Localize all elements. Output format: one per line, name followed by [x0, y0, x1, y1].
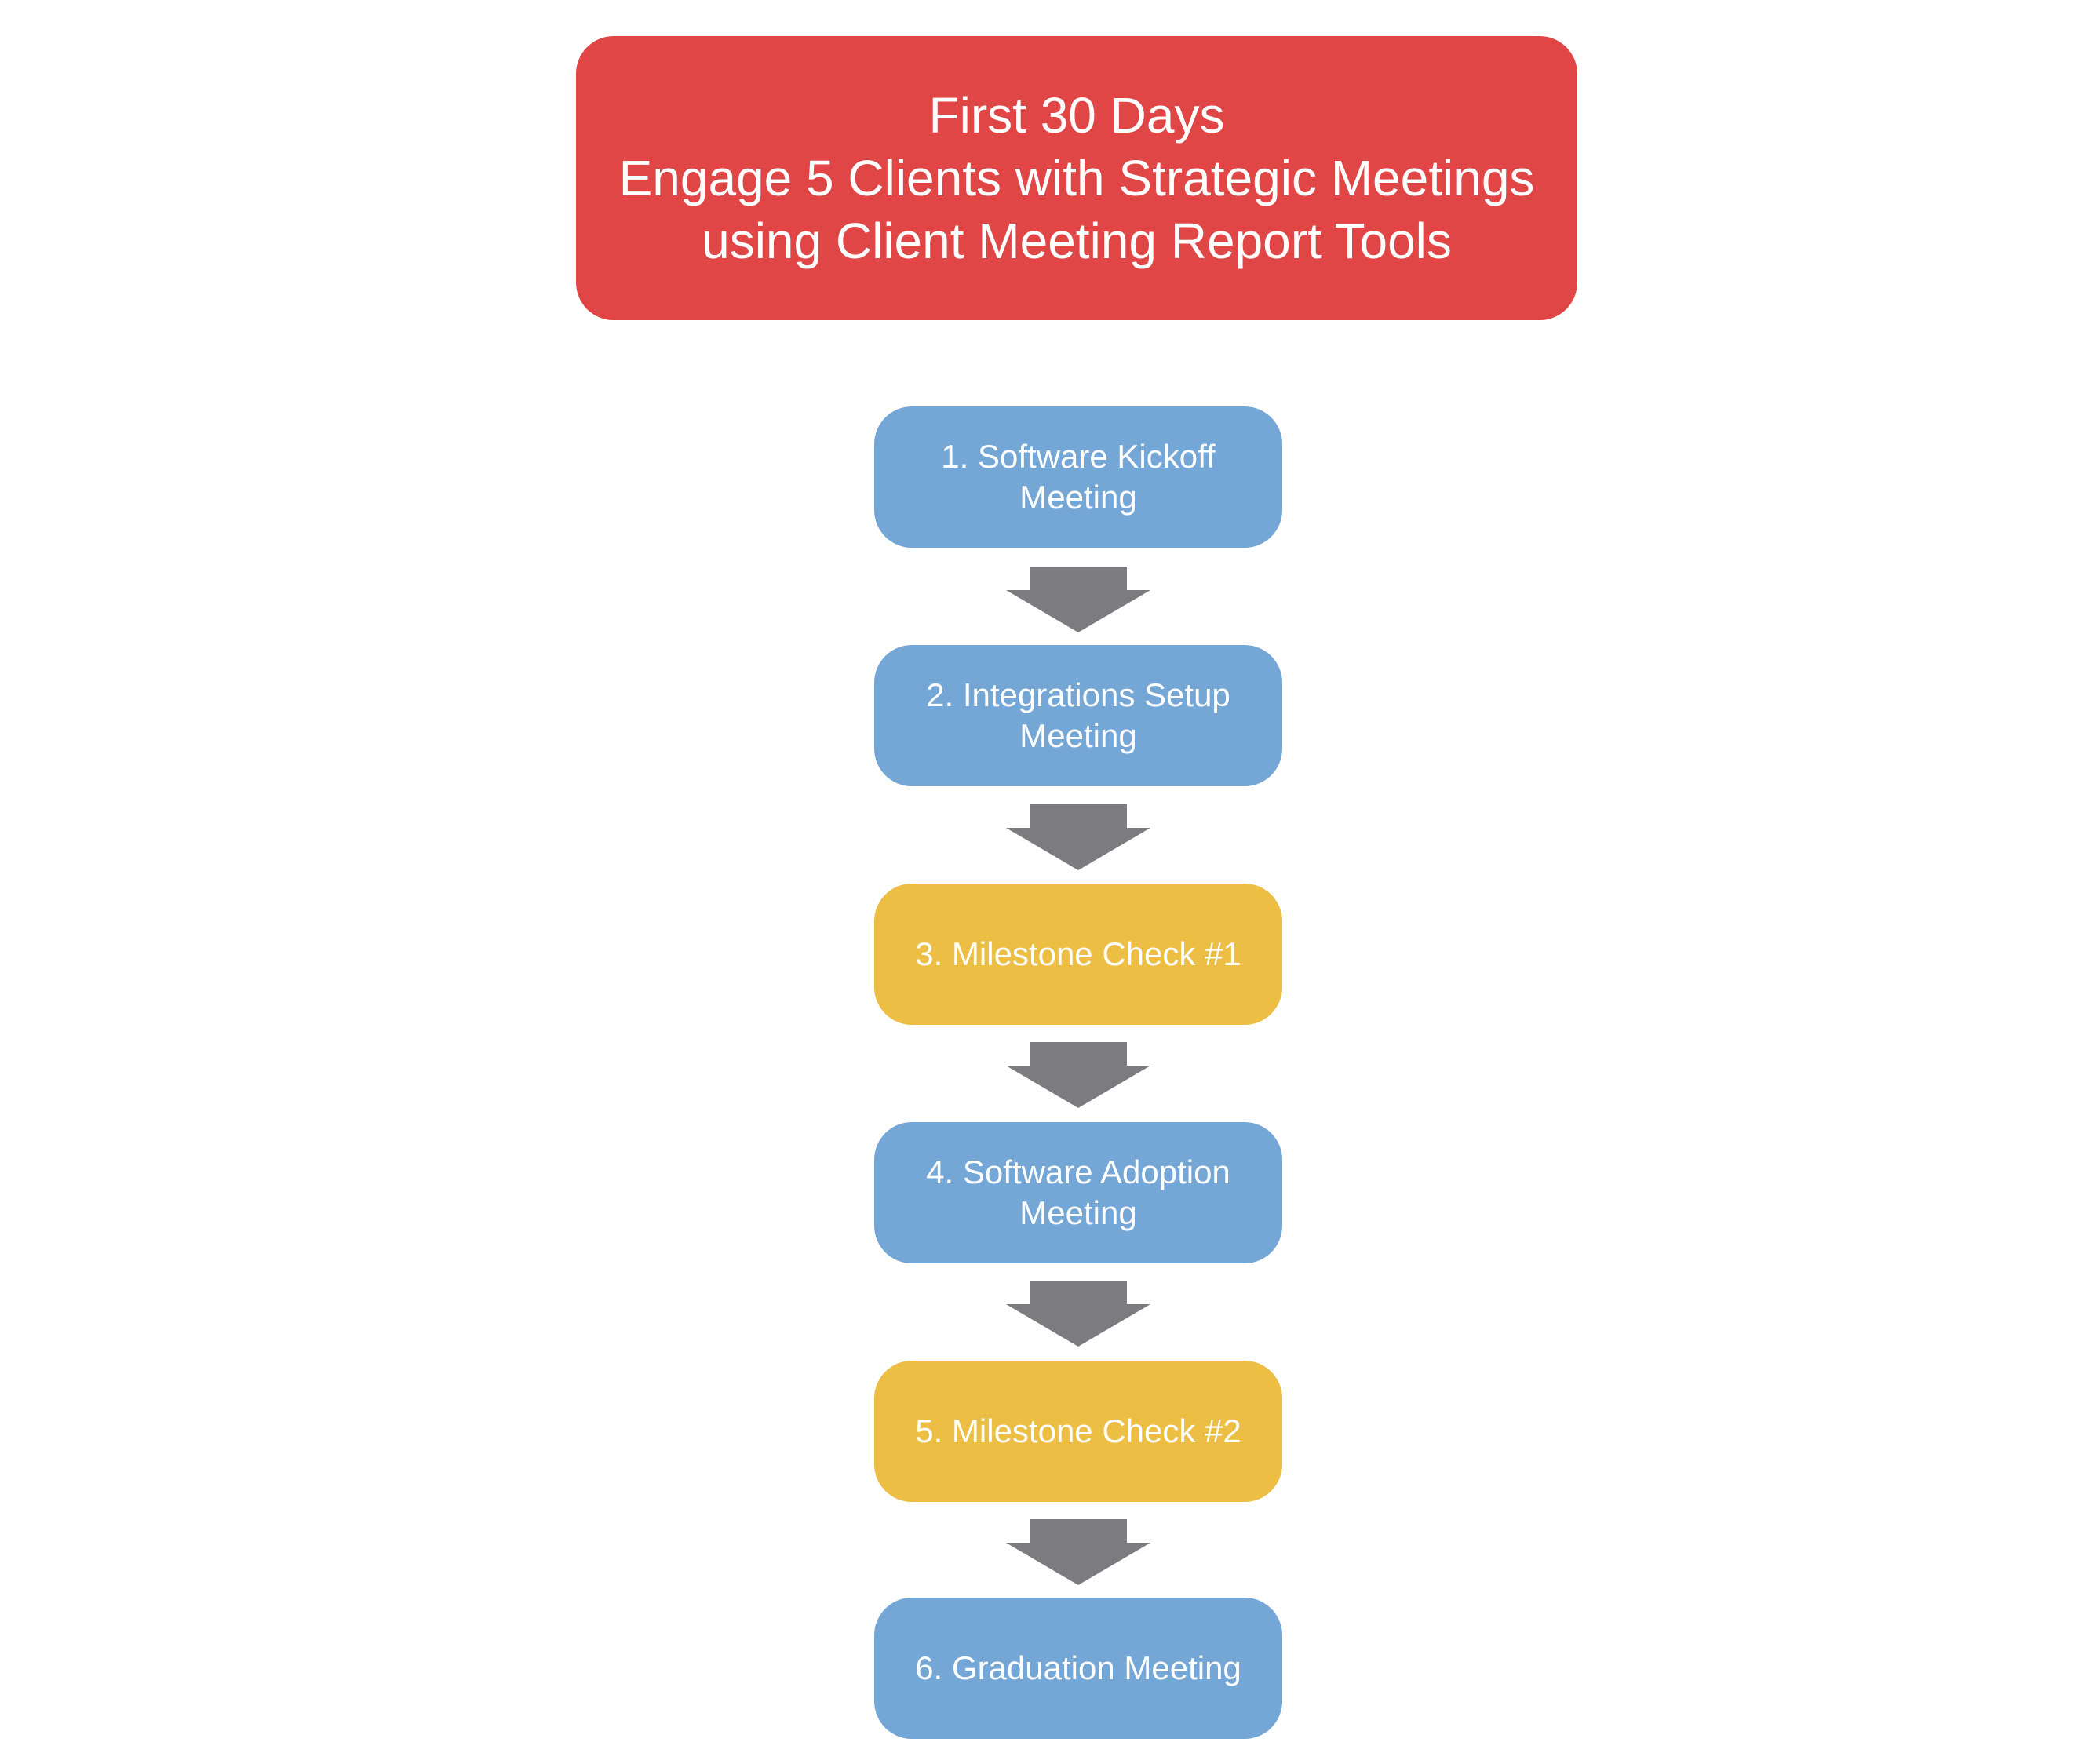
down-arrow-icon: [1006, 567, 1150, 632]
step-box-1: 1. Software Kickoff Meeting: [874, 406, 1282, 548]
down-arrow-icon: [1006, 1519, 1150, 1585]
step-box-4: 4. Software Adoption Meeting: [874, 1122, 1282, 1263]
step-label-4: 4. Software Adoption Meeting: [926, 1154, 1230, 1231]
step-label-6: 6. Graduation Meeting: [915, 1649, 1241, 1686]
header-box: First 30 Days Engage 5 Clients with Stra…: [576, 36, 1577, 320]
step-box-5: 5. Milestone Check #2: [874, 1361, 1282, 1502]
down-arrow-icon: [1006, 804, 1150, 870]
step-label-5: 5. Milestone Check #2: [915, 1412, 1241, 1449]
step-label-3: 3. Milestone Check #1: [915, 935, 1241, 972]
step-box-6: 6. Graduation Meeting: [874, 1598, 1282, 1739]
step-box-2: 2. Integrations Setup Meeting: [874, 645, 1282, 786]
step-box-3: 3. Milestone Check #1: [874, 884, 1282, 1025]
header-title-line-1: First 30 Days: [928, 87, 1225, 144]
header-title-line-2: Engage 5 Clients with Strategic Meetings: [618, 150, 1535, 206]
header-title-line-3: using Client Meeting Report Tools: [702, 213, 1452, 269]
down-arrow-icon: [1006, 1281, 1150, 1347]
step-label-2: 2. Integrations Setup Meeting: [926, 676, 1230, 754]
down-arrow-icon: [1006, 1042, 1150, 1108]
step-label-1: 1. Software Kickoff Meeting: [941, 438, 1216, 516]
